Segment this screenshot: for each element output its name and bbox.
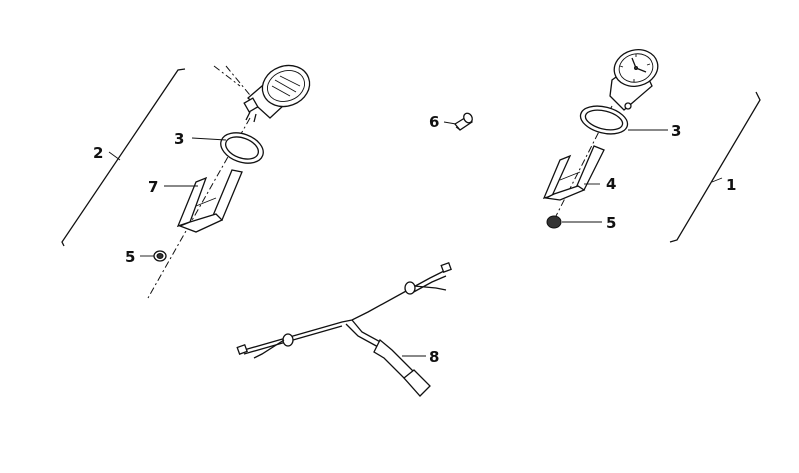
callout-6: 6: [429, 113, 439, 131]
bulb: [454, 112, 473, 131]
o-ring-left: [220, 132, 264, 164]
nut-left: [153, 250, 167, 262]
o-ring-right: [579, 105, 629, 135]
callout-3-left: 3: [174, 130, 184, 148]
callout-3-right: 3: [671, 122, 681, 140]
group-bracket-left: [61, 68, 186, 247]
callout-8: 8: [429, 348, 439, 366]
callout-7: 7: [148, 178, 158, 196]
callout-4: 4: [606, 175, 616, 193]
group-bracket-right: [669, 91, 761, 243]
callout-5-right: 5: [606, 214, 616, 232]
wiring-harness: [236, 261, 452, 397]
callout-2: 2: [93, 144, 103, 162]
nut-right: [546, 215, 562, 229]
gauge-left: [243, 64, 311, 123]
leader-lines: [140, 121, 668, 357]
bracket-left: [176, 169, 243, 233]
callout-5-left: 5: [125, 248, 135, 266]
gauge-right: [609, 49, 659, 111]
callout-1: 1: [726, 176, 736, 194]
bracket-right: [542, 145, 605, 201]
